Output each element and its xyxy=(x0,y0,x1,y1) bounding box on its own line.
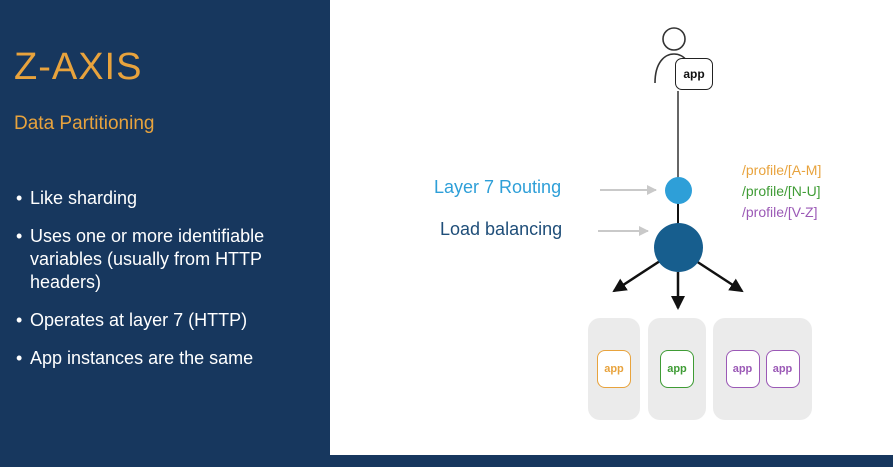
shard-card: app app xyxy=(713,318,812,420)
bullet-item: Like sharding xyxy=(14,187,312,210)
route-rule: /profile/[A-M] xyxy=(742,162,822,178)
bullet-item: Uses one or more identifiable variables … xyxy=(14,225,312,294)
route-rule: /profile/[N-U] xyxy=(742,183,821,199)
slide-subtitle: Data Partitioning xyxy=(14,113,155,134)
bottom-accent-bar xyxy=(0,455,893,467)
bullet-list: Like sharding Uses one or more identifia… xyxy=(14,187,312,370)
load-balancing-label: Load balancing xyxy=(440,219,563,239)
client-app-box: app xyxy=(675,58,713,90)
slide-title: Z-AXIS xyxy=(14,46,143,88)
load-balancer-node xyxy=(654,223,703,272)
bullet-item: App instances are the same xyxy=(14,347,312,370)
shard-card: app xyxy=(588,318,640,420)
left-panel: Z-AXIS Data Partitioning Like sharding U… xyxy=(0,0,330,467)
app-instance-box: app xyxy=(597,350,631,388)
layer7-routing-label: Layer 7 Routing xyxy=(434,177,562,197)
layer7-router-node xyxy=(665,177,692,204)
app-instance-box: app xyxy=(765,350,800,388)
route-rules: /profile/[A-M] /profile/[N-U] /profile/[… xyxy=(742,160,882,223)
route-rule: /profile/[V-Z] xyxy=(742,204,818,220)
diagram-panel: app Layer 7 Routing Load balancing /prof… xyxy=(330,0,893,467)
app-instance-box: app xyxy=(660,350,694,388)
app-instance-box: app xyxy=(725,350,760,388)
shard-card: app xyxy=(648,318,706,420)
bullet-item: Operates at layer 7 (HTTP) xyxy=(14,309,312,332)
